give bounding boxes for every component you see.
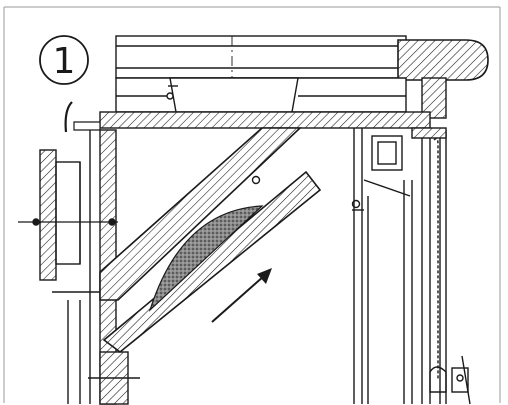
top-plate: [99, 111, 431, 129]
right-walls: [352, 128, 413, 404]
insulation-fill: [148, 205, 264, 312]
figure-number-badge: 1: [39, 35, 89, 85]
duct-block: [115, 77, 407, 113]
right-edge-wall: [411, 127, 471, 405]
upper-baffle-plate: [99, 127, 303, 301]
figure-number-text: 1: [53, 41, 76, 82]
hook: [64, 101, 73, 133]
frame-border: [3, 6, 501, 403]
flow-arrow: [211, 268, 272, 323]
rounded-cap: [397, 39, 489, 81]
